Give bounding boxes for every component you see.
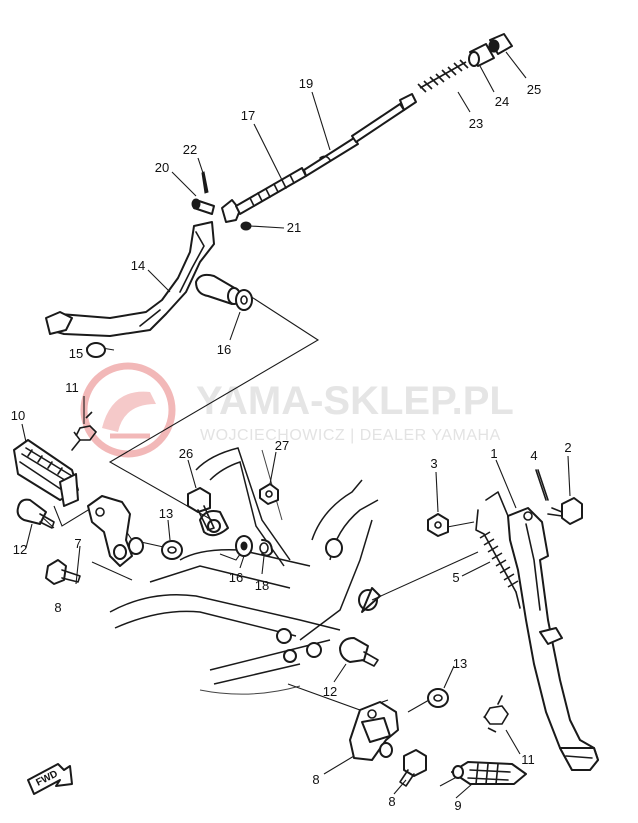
- callout-22: 22: [183, 142, 197, 157]
- callout-20: 20: [155, 160, 169, 175]
- callout-16-lower: 16: [229, 570, 243, 585]
- callout-16-upper: 16: [217, 342, 231, 357]
- side-stand-1-part: [485, 491, 599, 771]
- adjusting-nut-25-part: [488, 33, 513, 55]
- callouts: 19 17 22 20 21 14 16 15 23 24 25 11 10 1…: [11, 51, 572, 813]
- callout-13-left: 13: [159, 506, 173, 521]
- bolt-12-right-part: [339, 637, 379, 667]
- washer-16-lower-part: [235, 535, 253, 557]
- callout-10: 10: [11, 408, 25, 423]
- callout-15: 15: [69, 346, 83, 361]
- callout-24: 24: [495, 94, 509, 109]
- bolt-8-right-part: [399, 749, 427, 787]
- callout-25: 25: [527, 82, 541, 97]
- nut-13-right-part: [427, 688, 449, 708]
- callout-17: 17: [241, 108, 255, 123]
- pedal-cap-15-part: [86, 342, 106, 358]
- callout-14: 14: [131, 258, 145, 273]
- right-footrest-9-part: [451, 761, 527, 785]
- frame: [109, 447, 381, 695]
- callout-23: 23: [469, 116, 483, 131]
- brake-spring-23-part: [417, 59, 469, 93]
- watermark-subtitle: WOJCIECHOWICZ | DEALER YAMAHA: [200, 427, 501, 444]
- callout-12-right: 12: [323, 684, 337, 699]
- forward-direction-arrow-icon: FWD: [27, 763, 73, 795]
- callout-8-right-bracket: 8: [312, 772, 319, 787]
- footrest-bracket-7-part: [87, 495, 144, 567]
- callout-5: 5: [452, 570, 459, 585]
- callout-27: 27: [275, 438, 289, 453]
- watermark-title: YAMA-SKLEP.PL: [196, 379, 514, 423]
- callout-2: 2: [564, 440, 571, 455]
- brake-rod-part: [221, 93, 417, 223]
- circlip-18-part: [259, 539, 273, 557]
- callout-18: 18: [255, 578, 269, 593]
- callout-4: 4: [530, 448, 537, 463]
- right-bracket-8-part: [349, 701, 399, 761]
- callout-12-left: 12: [13, 542, 27, 557]
- callout-7: 7: [74, 536, 81, 551]
- nut-21-part: [240, 221, 252, 231]
- callout-26: 26: [179, 446, 193, 461]
- left-footrest-10-part: [13, 439, 79, 507]
- brake-pedal-part: [45, 221, 241, 337]
- clevis-pin-20-part: [191, 198, 215, 215]
- bolt-12-left-part: [16, 498, 55, 529]
- cotter-pin-4-part: [535, 469, 549, 501]
- callout-9: 9: [454, 798, 461, 813]
- watermark: YAMA-SKLEP.PL WOJCIECHOWICZ | DEALER YAM…: [80, 362, 514, 458]
- callout-21: 21: [287, 220, 301, 235]
- callout-11-upper: 11: [65, 380, 79, 395]
- pivot-bolt-26-part: [187, 487, 215, 531]
- callout-11-lower: 11: [521, 752, 535, 767]
- callout-19: 19: [299, 76, 313, 91]
- nut-27-part: [259, 483, 279, 505]
- stand-bolt-2-part: [547, 497, 583, 525]
- callout-8-left: 8: [54, 600, 61, 615]
- callout-13-right: 13: [453, 656, 467, 671]
- stand-nut-3-part: [427, 513, 449, 537]
- callout-8-right-bolt: 8: [388, 794, 395, 809]
- spring-retainer-24-part: [468, 43, 495, 67]
- nut-13-left-part: [161, 540, 183, 560]
- footrest-spring-11-upper-part: [71, 411, 98, 451]
- callout-3: 3: [430, 456, 437, 471]
- footrest-spring-11-lower-part: [483, 695, 509, 733]
- washer-16-upper-part: [235, 289, 253, 311]
- bolt-8-left-part: [45, 559, 81, 585]
- watermark-logo-icon: [80, 362, 176, 458]
- stand-spring-5-part: [475, 509, 521, 609]
- callout-1: 1: [490, 446, 497, 461]
- cotter-pin-22-part: [201, 171, 209, 194]
